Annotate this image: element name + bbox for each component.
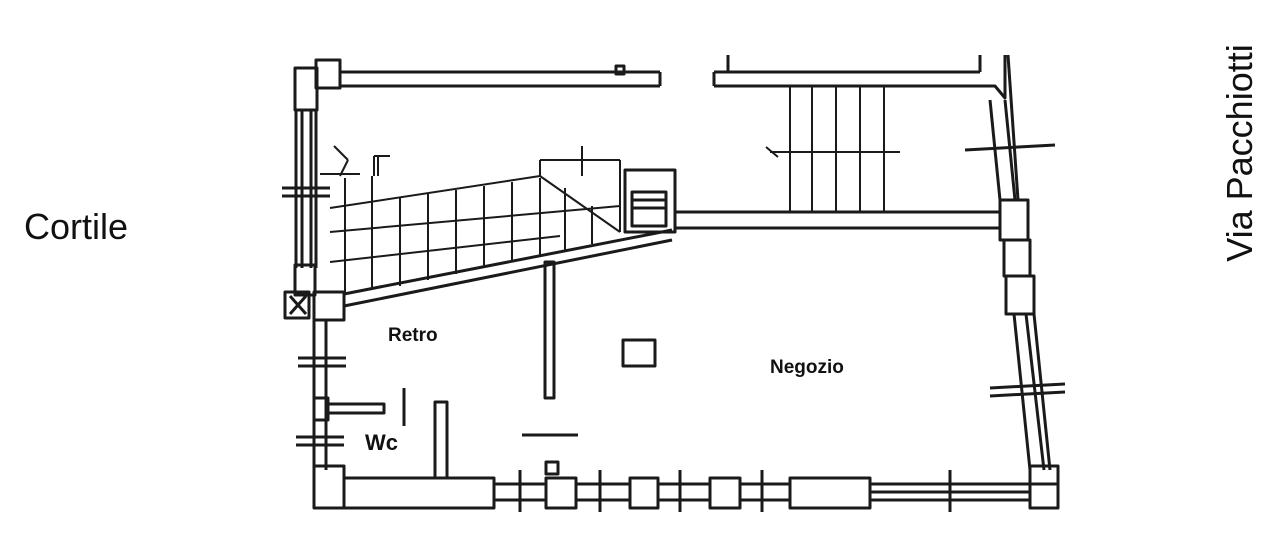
courtyard-label: Cortile (24, 206, 129, 247)
staircase-right (765, 86, 900, 212)
bottom-wall (312, 460, 1060, 512)
street-label: Via Pacchiotti (1219, 44, 1260, 262)
top-wall-right (712, 55, 1007, 100)
left-wall-upper (282, 110, 346, 322)
staircase-left (320, 145, 621, 292)
column-block (623, 168, 677, 234)
left-wall-lower (296, 320, 406, 470)
toilet-label: Wc (365, 430, 398, 455)
middle-wall (675, 210, 1000, 230)
diagonal-wall (343, 228, 673, 308)
interior-column (621, 338, 657, 368)
back-room-label: Retro (388, 325, 438, 346)
interior-partition (522, 260, 578, 437)
right-wall (964, 54, 1066, 471)
top-wall-left (293, 58, 662, 112)
shop-label: Negozio (770, 357, 844, 378)
wc-partition (433, 400, 449, 480)
